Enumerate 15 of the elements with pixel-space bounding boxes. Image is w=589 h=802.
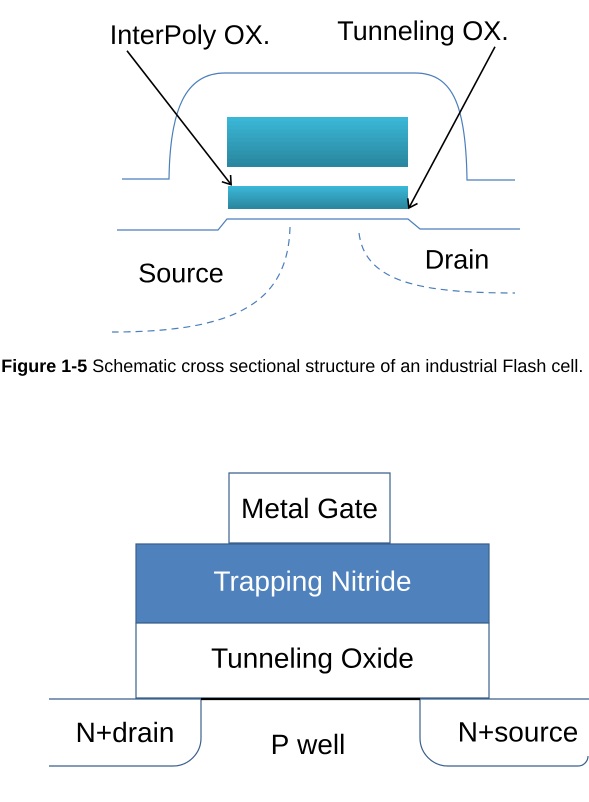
callout-label: Tunneling OX. xyxy=(338,20,506,46)
layer-box: Metal Gate xyxy=(228,472,391,544)
layer-box: Trapping Nitride xyxy=(135,543,490,624)
gate-bar xyxy=(227,117,408,167)
figure-caption: Figure 1-5 Schematic cross sectional structure of an industrial Flash cell. xyxy=(2,358,582,376)
region-label: P well xyxy=(272,734,344,754)
callout-label: InterPoly OX. xyxy=(112,24,268,50)
region-label: Source xyxy=(139,263,223,283)
region-label: Drain xyxy=(426,249,488,269)
layer-box: Tunneling Oxide xyxy=(135,622,490,699)
leader-arrow xyxy=(407,46,496,210)
leader-arrow xyxy=(126,50,232,186)
doped-region: N+source xyxy=(419,698,589,767)
gate-bar xyxy=(228,186,408,209)
doped-region: N+drain xyxy=(49,698,202,767)
